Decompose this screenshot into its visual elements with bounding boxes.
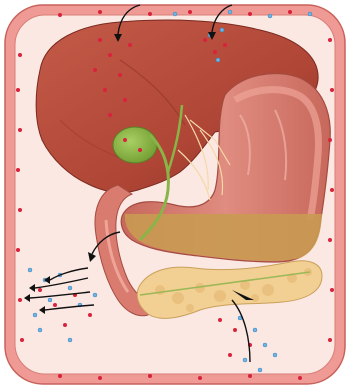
diagram-canvas <box>0 0 350 389</box>
digestive-system-diagram <box>0 0 350 389</box>
